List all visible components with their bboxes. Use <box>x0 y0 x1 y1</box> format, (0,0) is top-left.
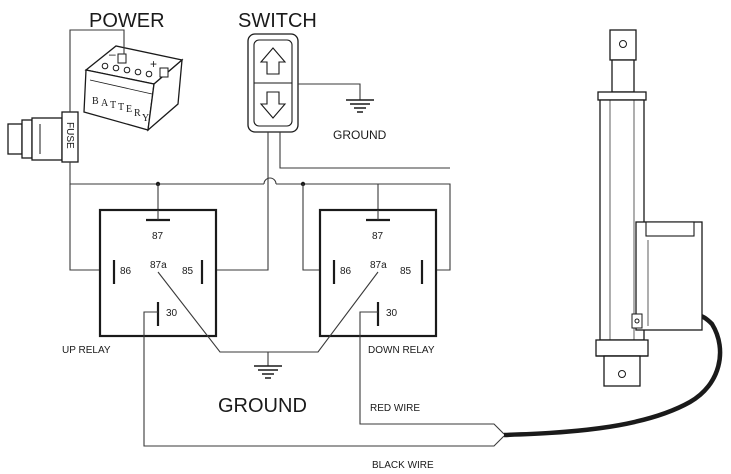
down-relay-pin-30: 30 <box>386 308 398 319</box>
up-relay-pin-87: 87 <box>152 231 164 242</box>
up-relay-pin-85: 85 <box>182 266 194 277</box>
switch-ground-label: GROUND <box>333 128 387 142</box>
battery-letter: T <box>118 102 124 113</box>
ground-symbol <box>254 365 282 379</box>
down-arrow-icon <box>259 91 287 119</box>
battery-letter: R <box>134 108 141 119</box>
black-wire-label: BLACK WIRE <box>372 460 434 471</box>
battery-plus: + <box>150 57 157 71</box>
battery-letter: B <box>92 96 99 107</box>
fuse: FUSE <box>7 111 79 163</box>
up-relay-pin-30: 30 <box>166 308 178 319</box>
battery-letter: A <box>101 98 109 109</box>
up-arrow-icon <box>259 47 287 75</box>
down-relay-pin-86: 86 <box>340 266 352 277</box>
main-ground-label: GROUND <box>218 395 307 417</box>
down-relay: 87 86 87a 85 30 <box>318 208 438 338</box>
battery: – + B A T T E R Y <box>83 45 184 132</box>
battery-letter: T <box>110 100 116 111</box>
fuse-label: FUSE <box>64 122 75 149</box>
battery-letter: E <box>126 104 132 115</box>
up-relay-pin-86: 86 <box>120 266 132 277</box>
rocker-switch <box>247 33 299 133</box>
red-wire-label: RED WIRE <box>370 403 420 414</box>
power-label: POWER <box>89 10 165 32</box>
linear-actuator <box>595 29 703 387</box>
down-relay-pin-85: 85 <box>400 266 412 277</box>
switch-label: SWITCH <box>238 10 317 32</box>
battery-minus: – <box>109 47 116 61</box>
up-relay: 87 86 87a 85 30 <box>98 208 218 338</box>
down-relay-label: DOWN RELAY <box>368 345 435 356</box>
up-relay-pin-87a: 87a <box>150 260 167 271</box>
battery-letter: Y <box>142 113 149 124</box>
ground-symbol <box>346 99 374 113</box>
down-relay-pin-87: 87 <box>372 231 384 242</box>
down-relay-pin-87a: 87a <box>370 260 387 271</box>
up-relay-label: UP RELAY <box>62 345 111 356</box>
